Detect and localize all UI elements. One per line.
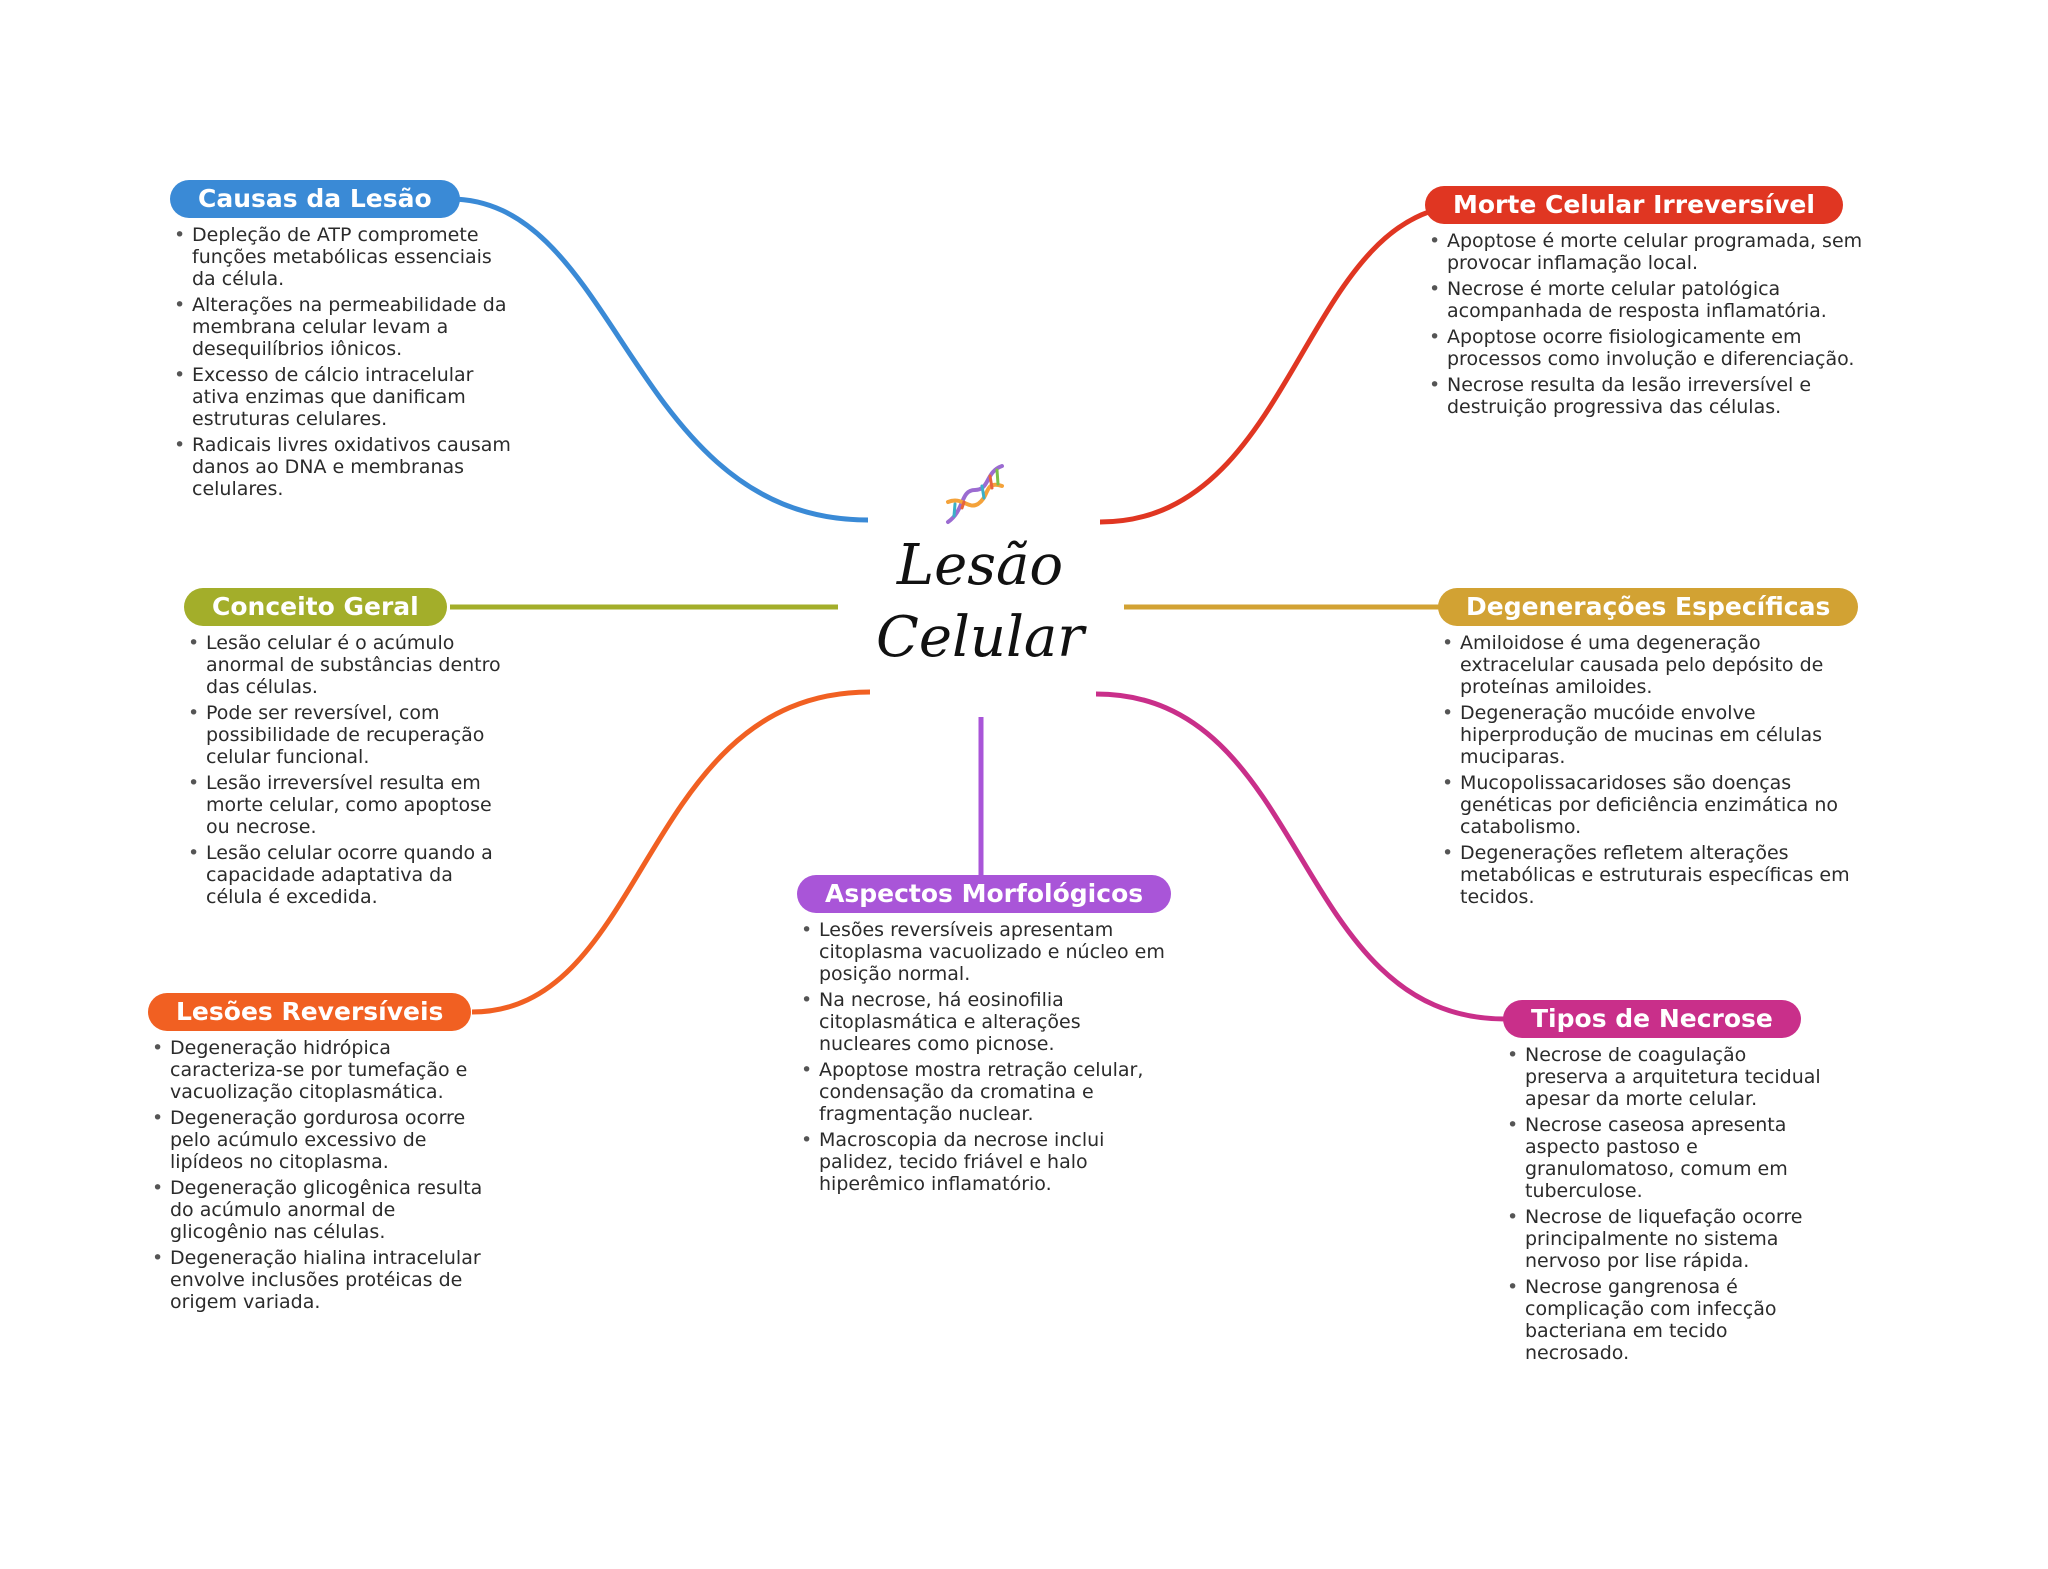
branch-item: Lesão celular ocorre quando a capacidade… (184, 842, 504, 908)
branch-items: Degeneração hidrópica caracteriza-se por… (148, 1037, 488, 1313)
branch-item: Degeneração mucóide envolve hiperproduçã… (1438, 702, 1858, 768)
connector-morte (1099, 202, 1471, 525)
branch-item: Alterações na permeabilidade da membrana… (170, 294, 520, 360)
branch-item: Apoptose mostra retração celular, conden… (797, 1059, 1167, 1125)
branch-item: Degeneração hialina intracelular envolve… (148, 1247, 488, 1313)
branch-title: Tipos de Necrose (1503, 1000, 1801, 1038)
branch-morte-celular-irreversivel: Morte Celular Irreversível Apoptose é mo… (1425, 186, 1865, 422)
branch-item: Excesso de cálcio intracelular ativa enz… (170, 364, 520, 430)
branch-item: Necrose resulta da lesão irreversível e … (1425, 374, 1865, 418)
branch-aspectos-morfologicos: Aspectos Morfológicos Lesões reversíveis… (797, 875, 1172, 1199)
branch-item: Macroscopia da necrose inclui palidez, t… (797, 1129, 1167, 1195)
branch-item: Depleção de ATP compromete funções metab… (170, 224, 520, 290)
branch-item: Necrose de liquefação ocorre principalme… (1503, 1206, 1833, 1272)
branch-causas-da-lesao: Causas da Lesão Depleção de ATP comprome… (170, 180, 520, 504)
branch-item: Lesão celular é o acúmulo anormal de sub… (184, 632, 504, 698)
branch-title: Conceito Geral (184, 588, 447, 626)
branch-items: Necrose de coagulação preserva a arquite… (1503, 1044, 1833, 1364)
branch-items: Lesões reversíveis apresentam citoplasma… (797, 919, 1167, 1195)
branch-item: Degeneração gordurosa ocorre pelo acúmul… (148, 1107, 488, 1173)
central-title-line2: Celular (875, 605, 1085, 670)
branch-tipos-de-necrose: Tipos de Necrose Necrose de coagulação p… (1503, 1000, 1833, 1368)
branch-title: Causas da Lesão (170, 180, 460, 218)
branch-conceito-geral: Conceito Geral Lesão celular é o acúmulo… (184, 588, 504, 912)
branch-item: Necrose caseosa apresenta aspecto pastos… (1503, 1114, 1833, 1202)
central-topic: Lesão Celular (850, 460, 1110, 700)
branch-item: Apoptose ocorre fisiologicamente em proc… (1425, 326, 1865, 370)
branch-item: Degeneração glicogênica resulta do acúmu… (148, 1177, 488, 1243)
branch-item: Mucopolissacaridoses são doenças genétic… (1438, 772, 1858, 838)
branch-title: Aspectos Morfológicos (797, 875, 1172, 913)
central-title: Lesão Celular (850, 530, 1110, 674)
branch-degeneracoes-especificas: Degenerações Específicas Amiloidose é um… (1438, 588, 1859, 912)
branch-item: Degenerações refletem alterações metaból… (1438, 842, 1858, 908)
branch-items: Depleção de ATP compromete funções metab… (170, 224, 520, 500)
branch-item: Apoptose é morte celular programada, sem… (1425, 230, 1865, 274)
branch-items: Apoptose é morte celular programada, sem… (1425, 230, 1865, 418)
branch-item: Pode ser reversível, com possibilidade d… (184, 702, 504, 768)
branch-item: Degeneração hidrópica caracteriza-se por… (148, 1037, 488, 1103)
branch-item: Lesão irreversível resulta em morte celu… (184, 772, 504, 838)
branch-item: Lesões reversíveis apresentam citoplasma… (797, 919, 1167, 985)
branch-item: Na necrose, há eosinofilia citoplasmátic… (797, 989, 1167, 1055)
branch-title: Degenerações Específicas (1438, 588, 1859, 626)
branch-lesoes-reversiveis: Lesões Reversíveis Degeneração hidrópica… (148, 993, 488, 1317)
connector-necrose (1095, 691, 1506, 1022)
connector-causas (449, 196, 869, 523)
dna-icon (946, 464, 1004, 524)
branch-items: Lesão celular é o acúmulo anormal de sub… (184, 632, 504, 908)
branch-item: Necrose gangrenosa é complicação com inf… (1503, 1276, 1833, 1364)
branch-item: Necrose é morte celular patológica acomp… (1425, 278, 1865, 322)
connector-reversiveis (471, 689, 871, 1015)
branch-item: Amiloidose é uma degeneração extracelula… (1438, 632, 1858, 698)
branch-item: Necrose de coagulação preserva a arquite… (1503, 1044, 1833, 1110)
branch-item: Radicais livres oxidativos causam danos … (170, 434, 520, 500)
central-title-line1: Lesão (896, 533, 1064, 598)
branch-title: Lesões Reversíveis (148, 993, 472, 1031)
branch-items: Amiloidose é uma degeneração extracelula… (1438, 632, 1858, 908)
branch-title: Morte Celular Irreversível (1425, 186, 1843, 224)
